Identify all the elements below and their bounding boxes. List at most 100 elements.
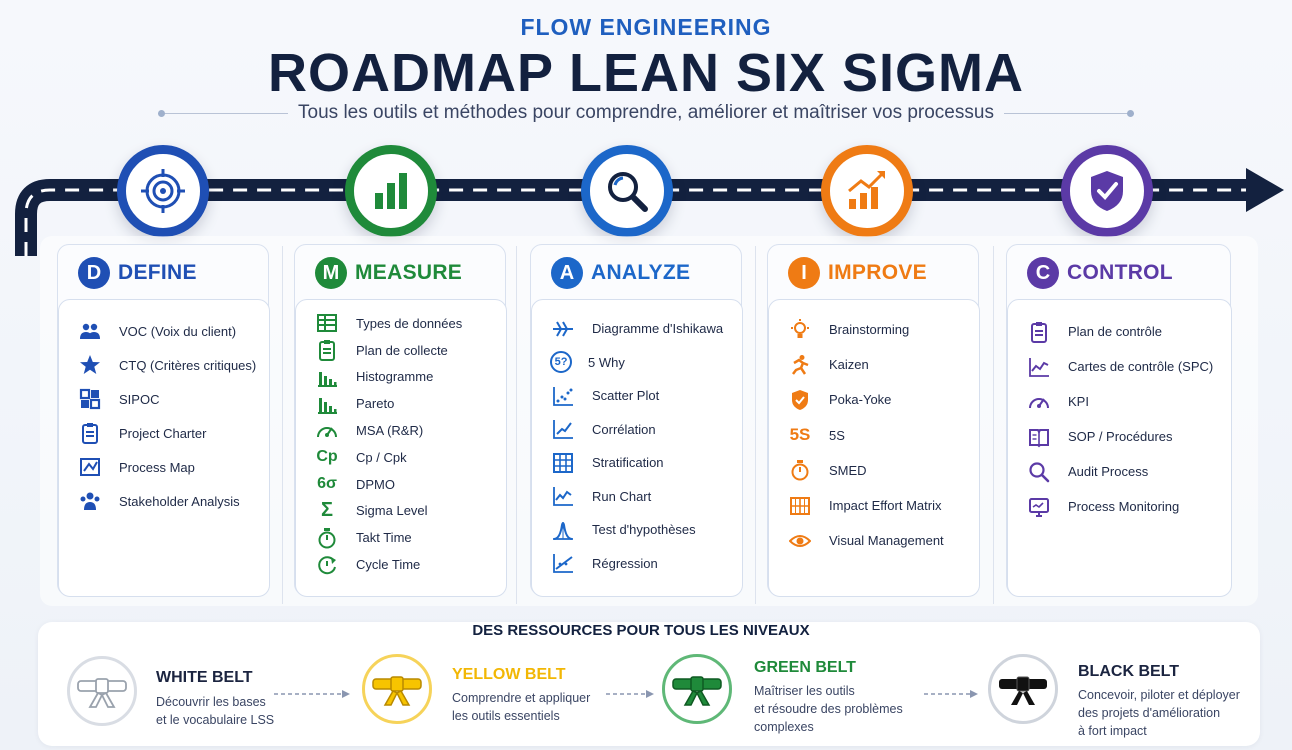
tool-item[interactable]: Histogramme	[296, 364, 506, 391]
tool-label: Pareto	[356, 396, 395, 412]
tool-item[interactable]: 5S 5S	[769, 418, 979, 453]
five-s-text-icon: 5S	[789, 425, 811, 445]
phase-letter-badge: C	[1027, 257, 1059, 289]
clipboard-icon	[1026, 321, 1052, 343]
six-sigma-text-icon: 6σ	[317, 475, 337, 493]
tool-item[interactable]: Kaizen	[769, 347, 979, 382]
tool-label: Run Chart	[592, 488, 652, 504]
table-icon	[314, 312, 340, 334]
tool-item[interactable]: Stakeholder Analysis	[59, 484, 269, 518]
belt-desc-line: des projets d'amélioration	[1078, 706, 1221, 720]
phase-title: IMPROVE	[828, 261, 927, 284]
tool-item[interactable]: Régression	[532, 547, 742, 581]
tool-label: Project Charter	[119, 425, 207, 441]
tool-item[interactable]: MSA (R&R)	[296, 417, 506, 444]
magnifier-icon	[608, 172, 648, 212]
tool-item[interactable]: Plan de contrôle	[1008, 314, 1231, 349]
search-icon	[1026, 461, 1052, 483]
regression-icon	[550, 552, 576, 574]
phase-title: CONTROL	[1067, 261, 1173, 284]
trend-up-icon	[848, 171, 885, 209]
eye-icon	[787, 530, 813, 552]
tool-label: KPI	[1068, 394, 1089, 409]
phase-column-control: C CONTROL Plan de contrôle Cartes de con…	[1006, 244, 1232, 597]
belt-desc-line: complexes	[754, 720, 814, 734]
book-icon	[1026, 426, 1052, 448]
tool-item[interactable]: Test d'hypothèses	[532, 513, 742, 547]
belt-desc-line: Concevoir, piloter et déployer	[1078, 688, 1240, 702]
tool-label: Kaizen	[829, 357, 869, 373]
tool-item[interactable]: VOC (Voix du client)	[59, 314, 269, 348]
tool-label: Takt Time	[356, 530, 412, 546]
subtitle-divider-right	[1003, 109, 1134, 117]
clipboard-icon	[77, 422, 103, 444]
tool-label: Régression	[592, 555, 658, 571]
tool-item[interactable]: Diagramme d'Ishikawa	[532, 312, 742, 346]
tool-item[interactable]: 5? 5 Why	[532, 346, 742, 380]
tool-label: MSA (R&R)	[356, 423, 424, 439]
tool-item[interactable]: Process Monitoring	[1008, 489, 1231, 524]
tool-label: Process Monitoring	[1068, 499, 1180, 514]
tool-item[interactable]: SMED	[769, 453, 979, 488]
tool-label: Stakeholder Analysis	[119, 493, 240, 509]
tool-item[interactable]: Run Chart	[532, 480, 742, 514]
phase-letter-badge: M	[315, 257, 347, 289]
belt-description: Maîtriser les outils et résoudre des pro…	[754, 682, 954, 736]
tool-item[interactable]: Project Charter	[59, 416, 269, 450]
phase-header: A ANALYZE	[551, 257, 690, 289]
tool-item[interactable]: SIPOC	[59, 382, 269, 416]
stopwatch-icon	[787, 459, 813, 481]
tool-item[interactable]: Cartes de contrôle (SPC)	[1008, 349, 1231, 384]
phase-title: ANALYZE	[591, 261, 691, 284]
phase-circle-analyze	[581, 145, 673, 237]
tool-item[interactable]: Takt Time	[296, 524, 506, 551]
tool-item[interactable]: Brainstorming	[769, 312, 979, 347]
tool-label: Cycle Time	[356, 557, 421, 573]
clipboard-icon	[314, 339, 340, 362]
phase-header: M MEASURE	[315, 257, 462, 289]
tool-item[interactable]: 6σ DPMO	[296, 471, 506, 498]
phase-header: C CONTROL	[1027, 257, 1173, 289]
tool-item[interactable]: Corrélation	[532, 413, 742, 447]
tool-item[interactable]: Plan de collecte	[296, 337, 506, 364]
bar-chart-icon	[375, 173, 407, 209]
strat-grid-icon	[550, 452, 576, 474]
tool-item[interactable]: Pareto	[296, 390, 506, 417]
tool-item[interactable]: Cp Cp / Cpk	[296, 444, 506, 471]
histogram-icon	[314, 366, 340, 388]
tool-label: Types de données	[356, 315, 463, 331]
tool-item[interactable]: KPI	[1008, 384, 1231, 419]
map-icon	[77, 456, 103, 478]
tool-item[interactable]: Types de données	[296, 310, 506, 337]
yellow-belt-badge	[362, 654, 432, 724]
tool-item[interactable]: Impact Effort Matrix	[769, 488, 979, 523]
tool-label: SOP / Procédures	[1068, 429, 1173, 444]
phase-column-improve: I IMPROVE Brainstorming Kaizen Poka-Yoke…	[767, 244, 980, 597]
tool-label: SMED	[829, 462, 867, 478]
tool-item[interactable]: Process Map	[59, 450, 269, 484]
matrix-icon	[787, 495, 813, 517]
belt-desc-line: Comprendre et appliquer	[452, 691, 591, 705]
runner-icon	[787, 354, 813, 376]
phase-circle-define	[117, 145, 209, 237]
tool-list: Plan de contrôle Cartes de contrôle (SPC…	[1007, 299, 1232, 597]
tool-item[interactable]: Stratification	[532, 446, 742, 480]
five-why-icon: 5?	[550, 351, 572, 374]
tool-item[interactable]: CTQ (Critères critiques)	[59, 348, 269, 382]
tool-item[interactable]: Poka-Yoke	[769, 382, 979, 417]
tool-item[interactable]: Scatter Plot	[532, 379, 742, 413]
subtitle-row: Tous les outils et méthodes pour compren…	[0, 101, 1292, 125]
column-divider	[755, 246, 756, 604]
phase-circle-measure	[345, 145, 437, 237]
tool-label: SIPOC	[119, 391, 160, 407]
tool-item[interactable]: SOP / Procédures	[1008, 419, 1231, 454]
phase-header: I IMPROVE	[788, 257, 927, 289]
tool-label: Corrélation	[592, 421, 656, 437]
tool-item[interactable]: Σ Sigma Level	[296, 498, 506, 525]
yellow-belt-icon	[372, 676, 422, 706]
tool-item[interactable]: Cycle Time	[296, 551, 506, 578]
tool-item[interactable]: Visual Management	[769, 523, 979, 558]
sigma-icon: Σ	[320, 499, 333, 522]
tool-item[interactable]: Audit Process	[1008, 454, 1231, 489]
correlation-icon	[550, 418, 576, 440]
